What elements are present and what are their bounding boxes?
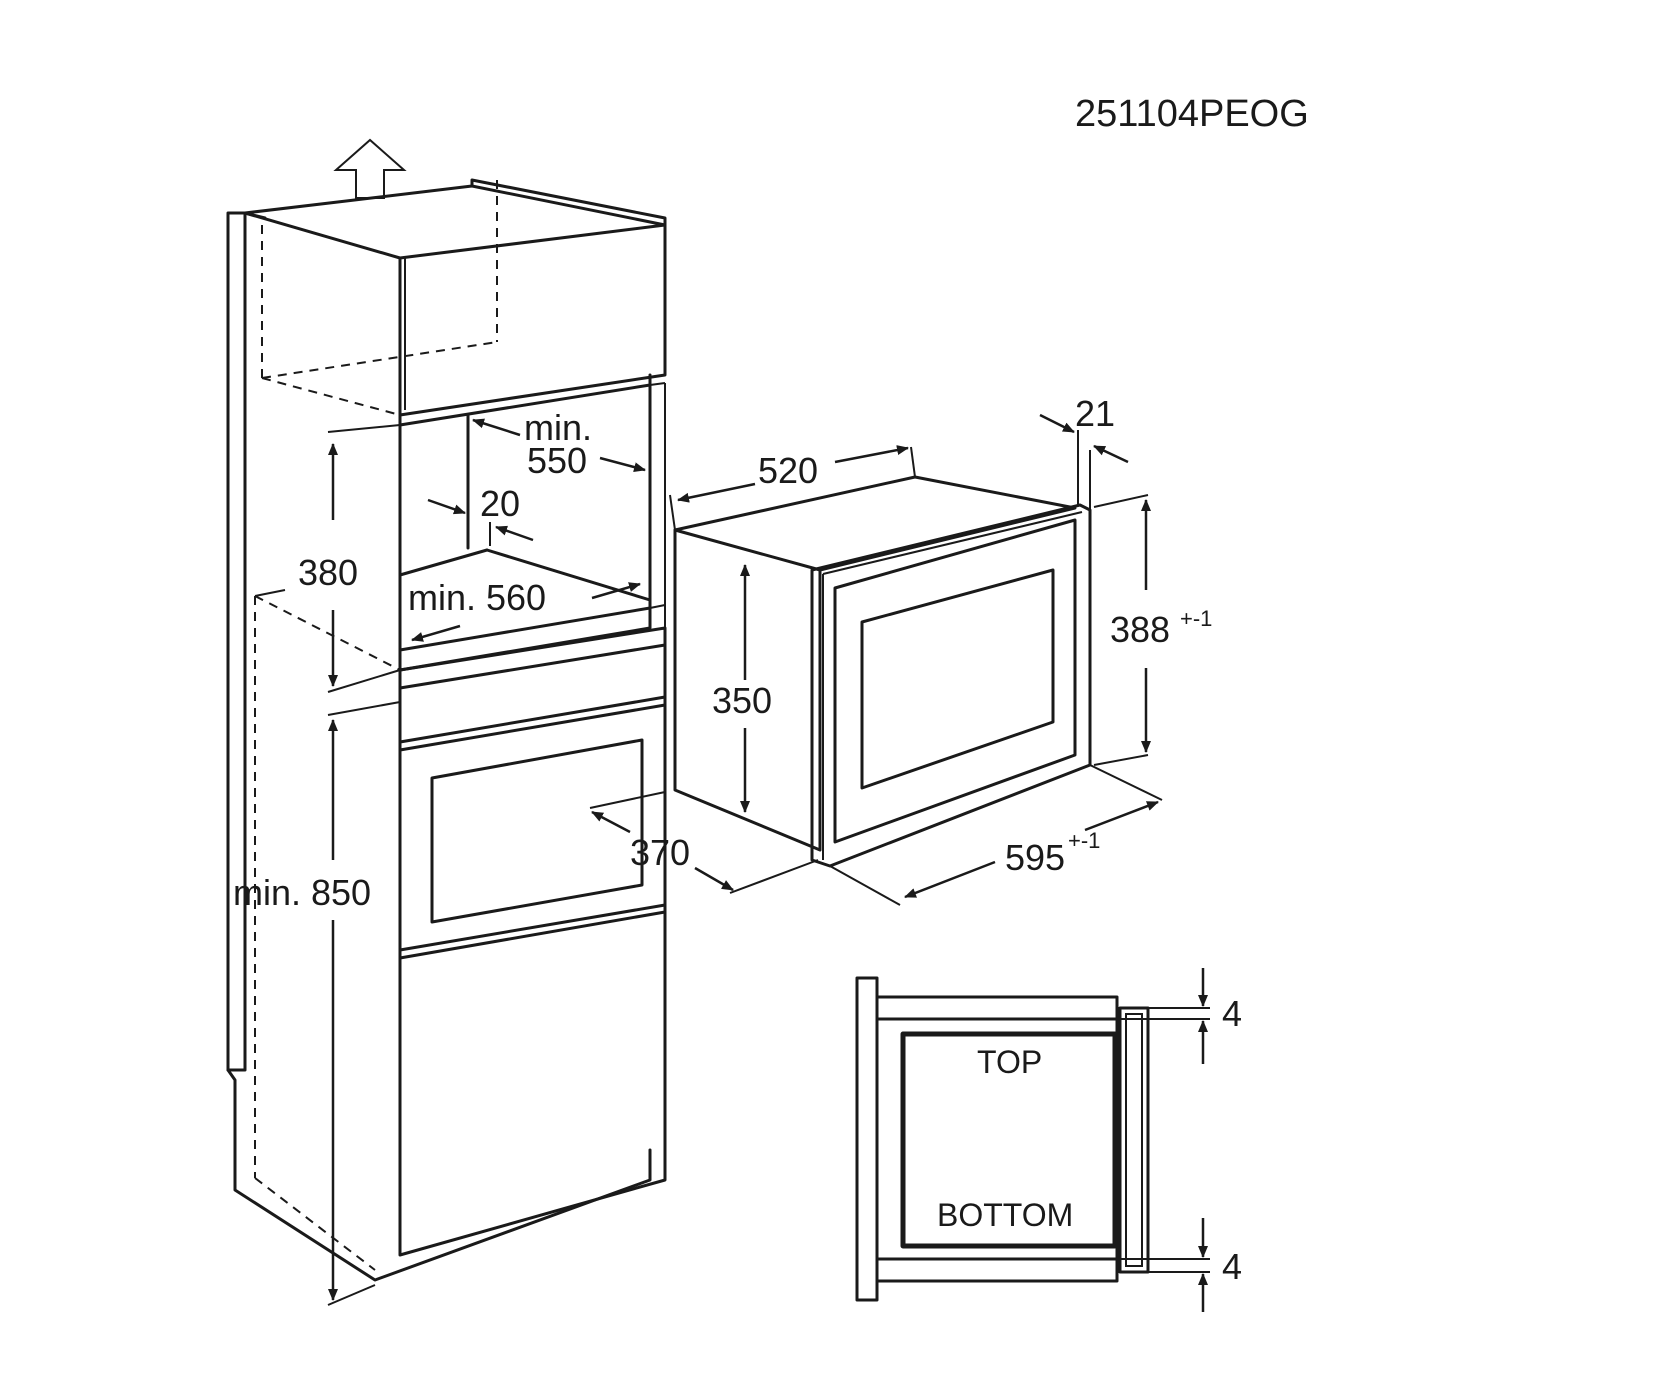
kitchen-cabinet (226, 138, 667, 1282)
dim-arrow-595-right (1084, 800, 1159, 832)
dim-arrow-520-left (677, 482, 756, 503)
dim-arrow-20-right (427, 498, 466, 515)
niche-right-edge (649, 604, 666, 609)
trim-frame-left (855, 976, 879, 1302)
dim-arrow-370-left (591, 810, 631, 834)
microwave-top (673, 475, 1077, 572)
oven-window (430, 738, 644, 924)
dim-388-tolerance: +-1 (1180, 606, 1212, 631)
oven (398, 643, 667, 752)
dim-arrow-560-left (411, 624, 461, 642)
dim-gap-bottom: 4 (1222, 1246, 1242, 1287)
ext-line (1089, 764, 1163, 801)
dim-21: 21 (1075, 393, 1115, 434)
niche-floor-edge (485, 548, 652, 602)
ext-line (910, 446, 916, 478)
ventilation-arrow-icon (333, 138, 407, 199)
hidden-edge (261, 341, 498, 379)
trim-section-detail: TOP BOTTOM 4 4 (855, 968, 1242, 1312)
dim-arrow-21-left (1093, 444, 1129, 464)
oven-door (398, 703, 667, 960)
ext-line (729, 859, 819, 894)
dim-arrow-520-right (834, 445, 909, 464)
dim-550-label2: 550 (527, 440, 587, 481)
hidden-edge (254, 589, 286, 597)
ext-line (1093, 754, 1149, 766)
hidden-edge (254, 1177, 376, 1271)
dim-arrow-560-right (591, 582, 641, 600)
dim-550-label1: min. (524, 407, 592, 448)
dim-520: 520 (758, 450, 818, 491)
ext-line (327, 669, 401, 693)
microwave-dimensions: 520 21 350 388 +-1 595 +-1 (669, 393, 1212, 906)
microwave-side (673, 528, 822, 852)
microwave-front-panel (833, 518, 1077, 844)
dim-min-560: min. 560 (408, 577, 546, 618)
dim-min-850: min. 850 (233, 872, 371, 913)
niche-shelf (398, 626, 667, 690)
trim-right-frame-inner (1125, 1013, 1143, 1267)
dim-388: 388 (1110, 609, 1170, 650)
microwave-front-frame (810, 503, 1092, 868)
dim-arrow-550-right (599, 456, 646, 472)
dim-380: 380 (298, 552, 358, 593)
dim-350: 350 (712, 680, 772, 721)
hidden-edge (254, 595, 401, 671)
upper-shelf (398, 373, 652, 427)
dim-20: 20 (480, 483, 520, 524)
dim-595: 595 (1005, 837, 1065, 878)
top-compartment (243, 184, 667, 260)
top-compartment-front (398, 223, 667, 417)
oven-door-edge (398, 695, 667, 744)
trim-label-bottom: BOTTOM (937, 1197, 1073, 1233)
dim-arrow-595-left (904, 860, 996, 899)
niche-floor-front (398, 606, 652, 652)
dim-arrow-20-left (495, 525, 534, 542)
front-frame-inner (822, 511, 1083, 575)
microwave-unit (673, 475, 1092, 868)
trim-label-top: TOP (977, 1044, 1042, 1080)
ext-line (669, 494, 676, 531)
dim-arrow-550-left (472, 418, 521, 437)
ext-line (1093, 494, 1149, 508)
lower-cabinet-door (398, 910, 667, 1257)
ext-line (327, 701, 401, 716)
trim-inner-panel (900, 1031, 1118, 1249)
cabinet-side-panel (226, 211, 247, 1072)
ext-line (829, 865, 901, 906)
microwave-window (860, 568, 1055, 790)
hidden-edge (261, 377, 401, 416)
trim-top-rail (875, 995, 1119, 1021)
cabinet-dimensions: 380 min. 550 20 min. 560 min. 850 370 (233, 407, 819, 1306)
ext-line (327, 424, 401, 433)
dim-arrow-370-right (694, 866, 734, 892)
dim-arrow-21-right (1039, 413, 1075, 434)
lower-door-top-edge (398, 903, 667, 952)
dim-gap-top: 4 (1222, 993, 1242, 1034)
top-compartment-lid (470, 178, 667, 227)
dim-370: 370 (630, 832, 690, 873)
trim-right-frame (1118, 1006, 1150, 1274)
trim-bottom-rail (875, 1257, 1119, 1283)
niche-floor-edge (398, 548, 489, 577)
ext-line (589, 791, 666, 809)
cabinet-plinth (226, 1068, 652, 1282)
drawing-code: 251104PEOG (1075, 93, 1309, 135)
dim-595-tolerance: +-1 (1068, 828, 1100, 853)
niche-right-edge (649, 382, 666, 386)
ext-line (327, 1284, 376, 1306)
